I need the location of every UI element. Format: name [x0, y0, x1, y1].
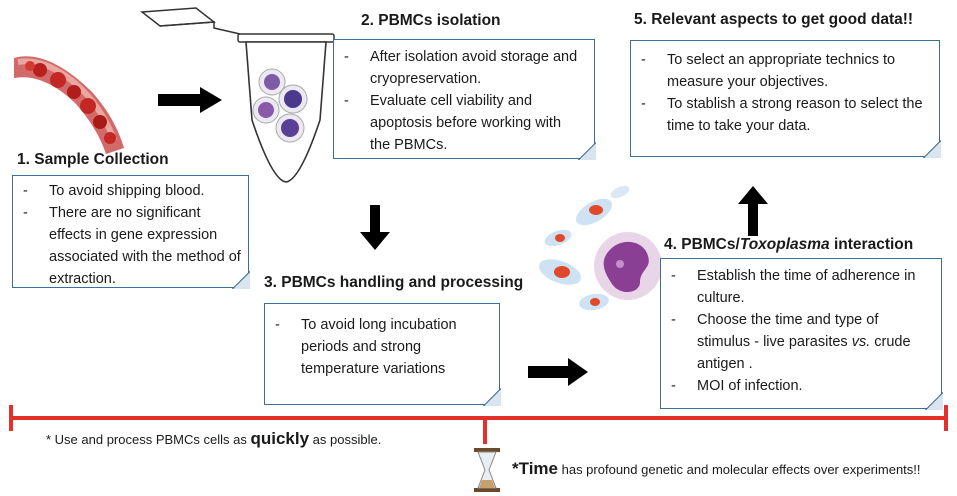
parasite-icon	[538, 185, 630, 311]
step-4-title-italic: Toxoplasma	[739, 236, 830, 253]
quickly-note: * Use and process PBMCs cells as quickly…	[46, 429, 381, 449]
flow-arrows	[158, 87, 768, 386]
step-1-title: 1. Sample Collection	[17, 151, 169, 168]
versus-italic: vs.	[851, 334, 871, 350]
step-3-item: To avoid long incubation periods and str…	[273, 314, 489, 380]
step-4-box: Establish the time of adherence in cultu…	[660, 258, 943, 410]
time-note-rest: has profound genetic and molecular effec…	[558, 462, 921, 477]
step-4-title-prefix: 4. PBMCs/	[664, 236, 740, 253]
step-4-item: Establish the time of adherence in cultu…	[669, 265, 931, 309]
quickly-note-prefix: * Use and process PBMCs cells as	[46, 432, 251, 447]
step-1-item: There are no significant effects in gene…	[21, 202, 242, 290]
cells-icon	[252, 68, 308, 143]
step-2-item: Evaluate cell viability and apoptosis be…	[342, 90, 584, 156]
arrow-4-to-5	[738, 186, 768, 236]
step-1-item: To avoid shipping blood.	[21, 180, 242, 202]
page-fold	[232, 271, 250, 289]
step-2-item: After isolation avoid storage and cryopr…	[342, 46, 584, 90]
step-4-title-suffix: interaction	[829, 236, 914, 253]
page-fold	[578, 142, 596, 160]
blood-vessel-icon	[14, 56, 124, 154]
step-5-item: To select an appropriate technics to mea…	[639, 49, 929, 93]
step-3-box: To avoid long incubation periods and str…	[264, 303, 501, 406]
step-5-title: 5. Relevant aspects to get good data!!	[634, 11, 914, 28]
step-4-item: Choose the time and type of stimulus - l…	[669, 309, 931, 375]
step-2-title: 2. PBMCs isolation	[361, 12, 501, 29]
leukocyte-icon	[594, 232, 662, 300]
step-1-box: To avoid shipping blood. There are no si…	[12, 175, 250, 290]
page-fold	[483, 388, 501, 406]
step-3-title: 3. PBMCs handling and processing	[264, 274, 524, 291]
time-note: *Time has profound genetic and molecular…	[512, 459, 921, 479]
step-4-item: MOI of infection.	[669, 375, 931, 397]
time-note-bold: Time	[518, 459, 558, 478]
page-fold	[925, 392, 943, 410]
page-fold	[923, 140, 941, 158]
step-4-title: 4. PBMCs/Toxoplasma interaction	[664, 236, 913, 254]
step-2-box: After isolation avoid storage and cryopr…	[333, 39, 596, 160]
quickly-note-suffix: as possible.	[309, 432, 382, 447]
time-note-star: *	[512, 459, 519, 478]
arrow-2-to-3	[360, 205, 390, 250]
hourglass-icon	[474, 448, 500, 492]
arrow-1-to-2	[158, 87, 222, 113]
quickly-note-bold: quickly	[250, 429, 310, 448]
timeline	[9, 405, 948, 444]
step-5-item: To stablish a strong reason to select th…	[639, 93, 929, 137]
arrow-3-to-4	[528, 358, 588, 386]
step-5-box: To select an appropriate technics to mea…	[630, 40, 941, 158]
